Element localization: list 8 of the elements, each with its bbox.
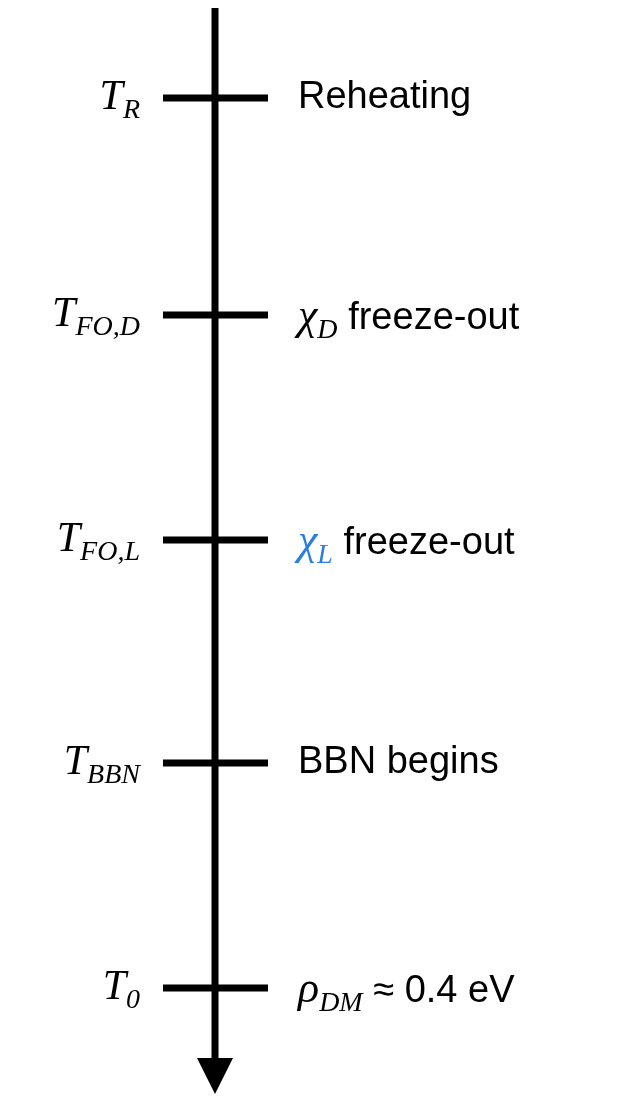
event-label: ρ$_{DM}$ ≈ 0.4 eV	[298, 966, 515, 1016]
event-label: Reheating	[298, 76, 472, 114]
event-label: BBN begins	[298, 741, 499, 779]
temperature-label: T$_{FO,D}$	[52, 291, 140, 341]
temperature-label: T$_{R}$	[99, 74, 140, 124]
temperature-label: T$_{0}$	[102, 964, 140, 1014]
temperature-label: T$_{FO,L}$	[56, 516, 140, 566]
temperature-label: T$_{BBN}$	[63, 739, 140, 789]
